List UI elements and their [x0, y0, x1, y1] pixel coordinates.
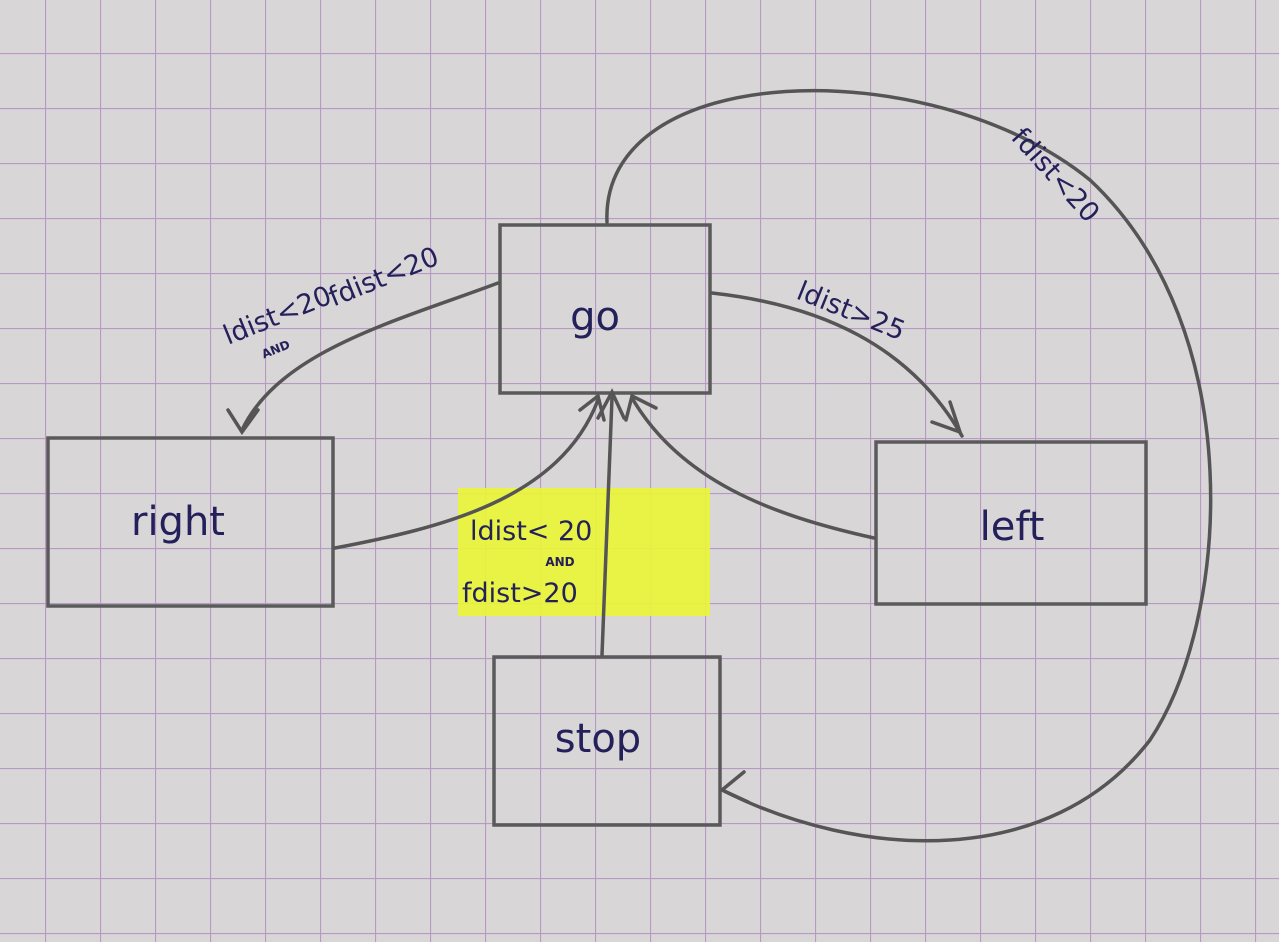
state-go-label: go — [570, 294, 620, 340]
label-to-go-and: AND — [545, 555, 574, 569]
arrow-go-to-stop — [605, 88, 1213, 843]
arrowhead-left — [930, 400, 963, 435]
arrowhead-go-from-left — [624, 393, 658, 422]
arrow-go-to-right — [240, 281, 500, 432]
state-right-label: right — [131, 499, 225, 545]
state-stop-label: stop — [555, 716, 641, 762]
arrowhead-go-from-stop — [596, 388, 626, 420]
highlight-marker — [458, 488, 710, 616]
arrow-left-to-go — [630, 396, 876, 540]
label-to-go: ldist< 20 AND fdist>20 — [462, 516, 592, 609]
arrow-right-to-go — [333, 398, 600, 550]
arrow-go-to-left — [710, 291, 964, 438]
label-to-go-line1: ldist< 20 — [470, 516, 592, 547]
state-left-label: left — [980, 504, 1045, 550]
arrowhead-right — [226, 408, 260, 436]
arrowhead-stop — [718, 770, 750, 804]
state-box-stop — [492, 655, 722, 827]
state-box-right — [46, 436, 335, 608]
state-box-left — [874, 440, 1148, 606]
arrow-stop-to-go — [600, 396, 614, 657]
label-to-go-line2: fdist>20 — [462, 578, 578, 609]
state-box-go — [498, 223, 712, 395]
